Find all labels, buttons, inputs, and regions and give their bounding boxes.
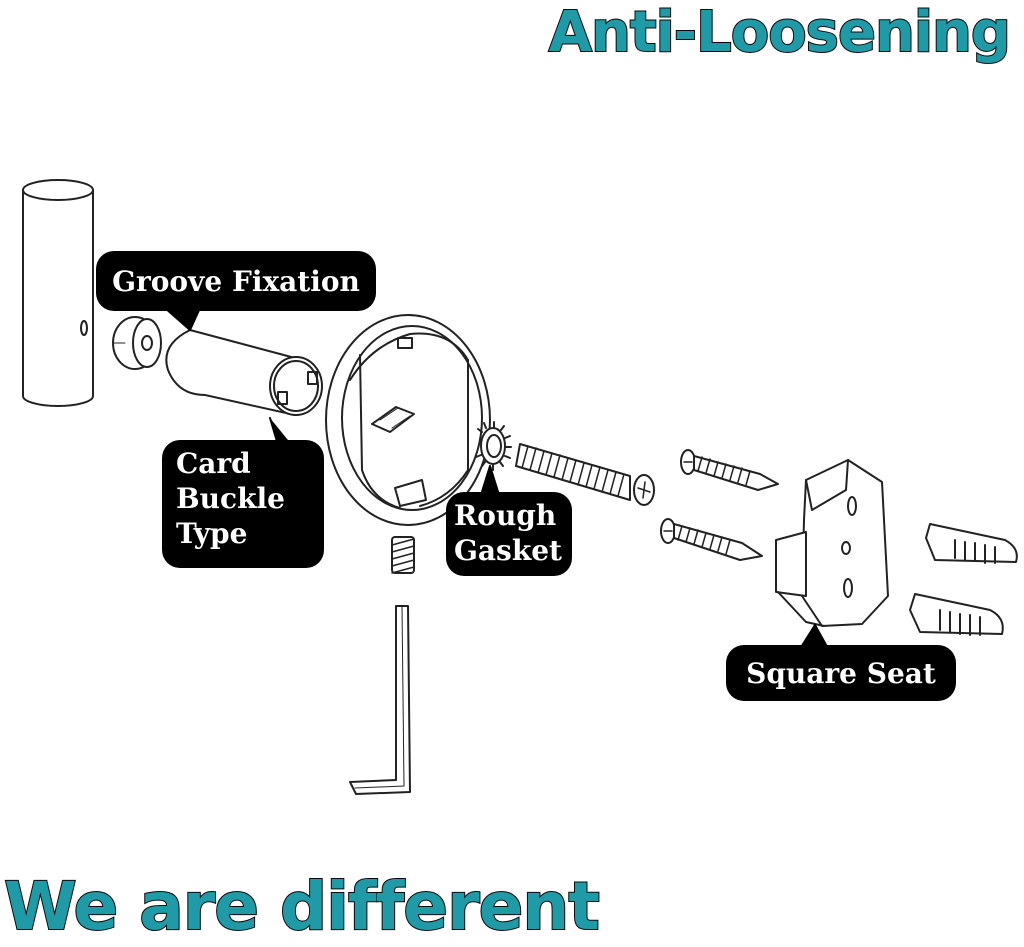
- callout-square-seat: Square Seat: [726, 645, 956, 701]
- wall-anchor-upper-part: [925, 523, 1018, 564]
- callout-card-line-2: Buckle: [176, 482, 285, 515]
- callout-rough-gasket: Rough Gasket: [446, 492, 572, 576]
- wood-screw-upper-part: [680, 449, 779, 491]
- hex-key-part: [349, 605, 411, 795]
- rough-pointer: [479, 465, 501, 499]
- callout-square-text: Square Seat: [746, 656, 936, 690]
- set-screw-part: [391, 536, 415, 574]
- callout-rough-line-2: Gasket: [454, 534, 562, 567]
- card-buckle-cylinder-part: [165, 329, 323, 416]
- headline-top: Anti-Loosening: [548, 0, 1012, 66]
- groove-washer-part: [112, 316, 162, 370]
- rough-gasket-part: [475, 421, 512, 471]
- headline-bottom: We are different: [3, 867, 601, 946]
- callout-rough-line-1: Rough: [454, 499, 557, 532]
- callout-card-line-3: Type: [176, 517, 248, 550]
- callout-groove-text: Groove Fixation: [112, 264, 360, 298]
- callout-card-buckle-type: Card Buckle Type: [162, 440, 324, 568]
- long-bolt-part: [515, 443, 655, 506]
- groove-pointer: [164, 307, 201, 331]
- callout-card-line-1: Card: [176, 447, 251, 480]
- rod-part: [22, 179, 94, 407]
- square-seat-part: [775, 459, 889, 627]
- callout-groove-fixation: Groove Fixation: [96, 251, 376, 311]
- wood-screw-lower-part: [660, 518, 763, 561]
- wall-anchor-lower-part: [909, 593, 1004, 636]
- round-base-part: [325, 314, 491, 526]
